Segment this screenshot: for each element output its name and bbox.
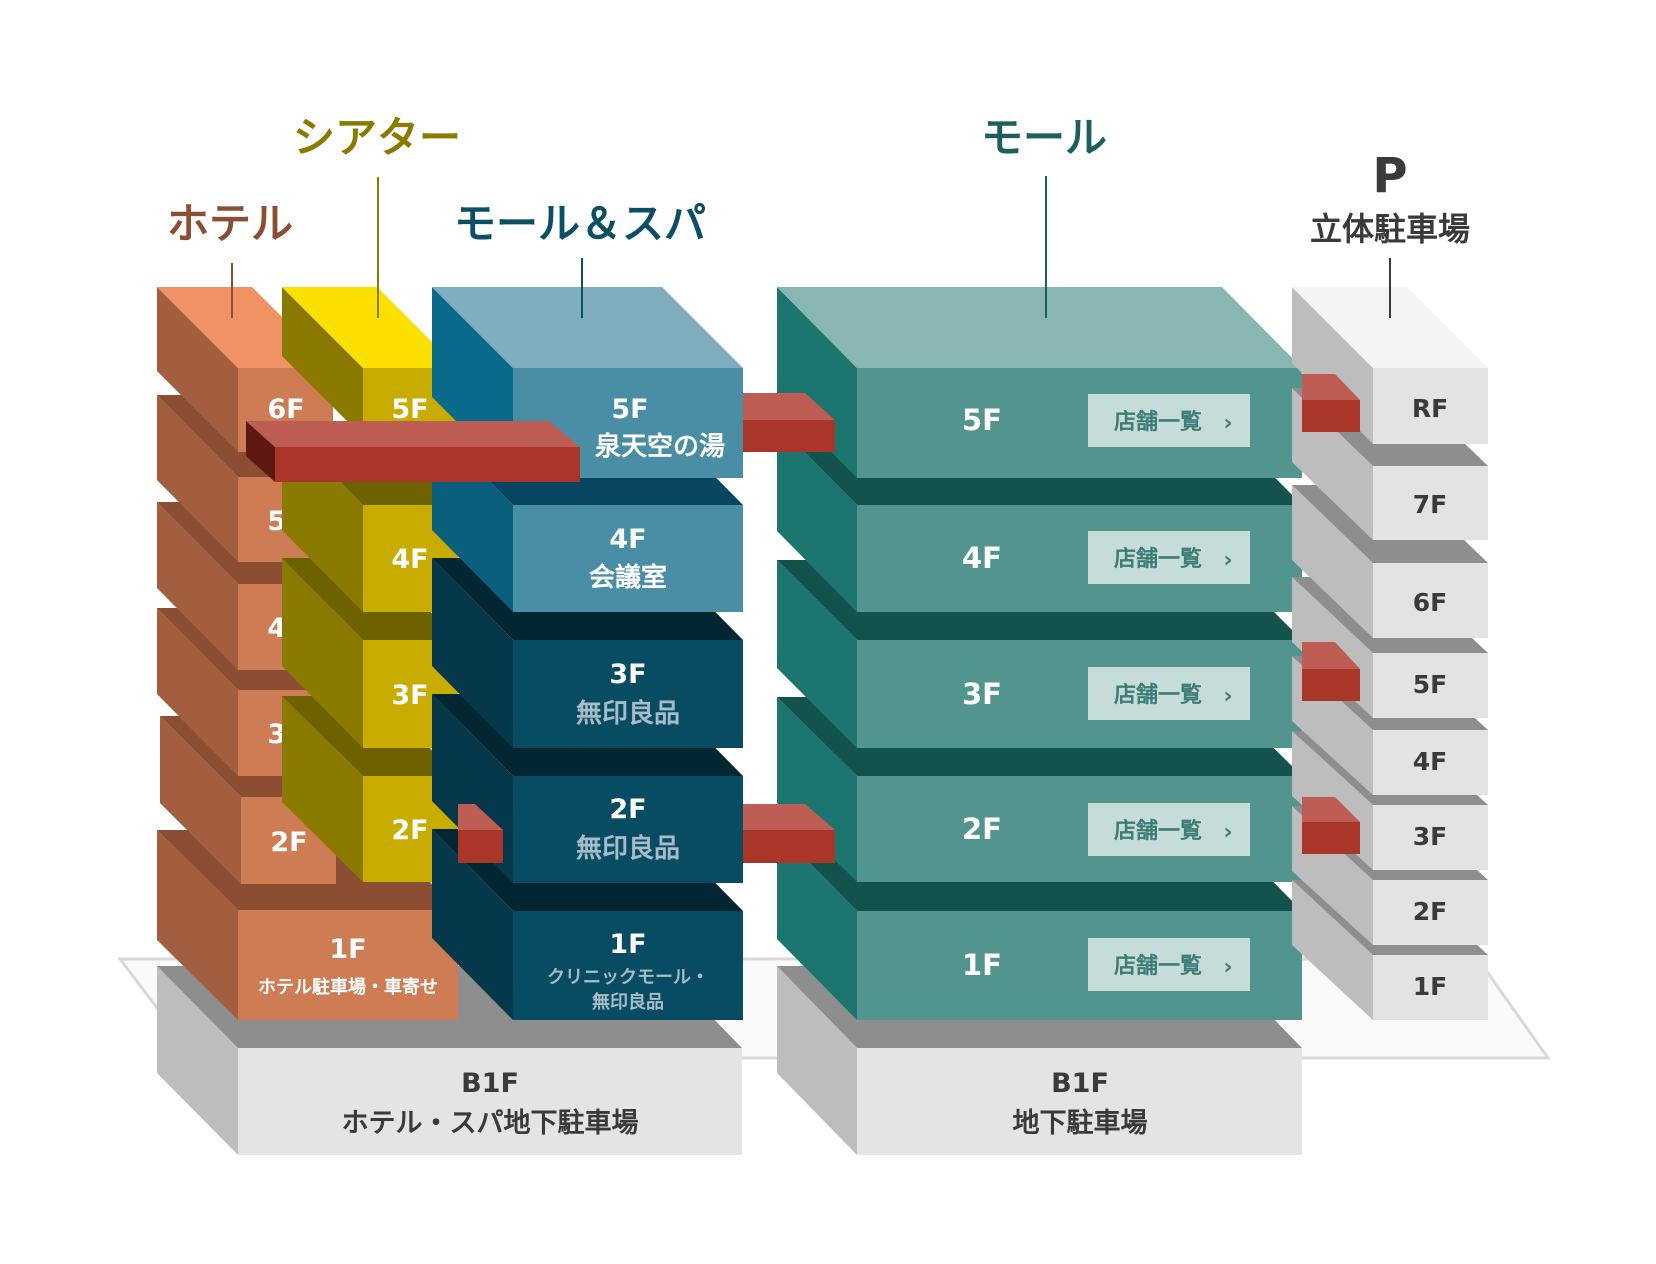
parking-5f-label: 5F xyxy=(1413,670,1447,699)
mall-2f-shop-list-button[interactable]: 店舗一覧 › xyxy=(1088,803,1250,856)
mall-4f-label: 4F xyxy=(962,541,1002,575)
theater-4f-label: 4F xyxy=(391,544,428,575)
mall-4f-shop-list-button[interactable]: 店舗一覧 › xyxy=(1088,531,1250,584)
mall-3f-shop-list-button[interactable]: 店舗一覧 › xyxy=(1088,667,1250,720)
mall-3f-shop-list-label: 店舗一覧 xyxy=(1114,682,1202,708)
spa-3f-label: 3F xyxy=(609,659,646,690)
theater-5f-label: 5F xyxy=(391,394,428,425)
chevron-right-icon: › xyxy=(1223,548,1232,573)
bridge-hotel-spa-5f xyxy=(246,421,580,482)
spa-5f-label: 5F xyxy=(611,394,648,425)
mall-4f-shop-list-label: 店舗一覧 xyxy=(1114,546,1202,572)
spa-1f-label: 1F xyxy=(609,929,646,960)
parking-6f-label: 6F xyxy=(1413,588,1447,617)
spa-4f-sublabel: 会議室 xyxy=(589,562,667,593)
bridge-mall-parking-3f xyxy=(1302,797,1360,854)
chevron-right-icon: › xyxy=(1223,684,1232,709)
basement-left-label: ホテル・スパ地下駐車場 xyxy=(342,1108,639,1139)
basement-right-floor: B1F xyxy=(1051,1068,1109,1099)
spa-1f-sublabel-1: クリニックモール・ xyxy=(547,967,709,988)
theater-2f-label: 2F xyxy=(391,815,428,846)
spa-3f-sublabel: 無印良品 xyxy=(576,698,680,729)
theater-stack xyxy=(282,287,458,882)
parking-stack xyxy=(1292,287,1488,1020)
bridge-mall-parking-5f xyxy=(1302,642,1360,701)
mall-1f-shop-list-label: 店舗一覧 xyxy=(1114,953,1202,979)
hotel-6f-label: 6F xyxy=(267,394,304,425)
basement-left-floor: B1F xyxy=(461,1068,519,1099)
parking-2f-label: 2F xyxy=(1413,897,1447,926)
hotel-2f-label: 2F xyxy=(270,827,307,858)
parking-3f-label: 3F xyxy=(1413,822,1447,851)
mall-header: モール xyxy=(981,113,1107,162)
mall-5f-shop-list-button[interactable]: 店舗一覧 › xyxy=(1088,394,1250,447)
mall-1f-shop-list-button[interactable]: 店舗一覧 › xyxy=(1088,938,1250,991)
parking-header: 立体駐車場 xyxy=(1310,210,1470,248)
parking-rf-label: RF xyxy=(1412,394,1448,423)
parking-p-icon: P xyxy=(1372,148,1407,204)
bridge-spa-mall-2f xyxy=(743,804,835,863)
mall-2f-shop-list-label: 店舗一覧 xyxy=(1114,818,1202,844)
theater-3f-label: 3F xyxy=(391,680,428,711)
chevron-right-icon: › xyxy=(1223,955,1232,980)
spa-2f-label: 2F xyxy=(609,794,646,825)
mall-5f-shop-list-label: 店舗一覧 xyxy=(1114,409,1202,435)
bridge-mall-parking-rf xyxy=(1302,374,1360,432)
mall-3f-label: 3F xyxy=(962,677,1002,711)
hotel-1f-label: 1F xyxy=(329,934,366,965)
spa-2f-sublabel: 無印良品 xyxy=(576,833,680,864)
chevron-right-icon: › xyxy=(1223,411,1232,436)
spa-1f-sublabel-2: 無印良品 xyxy=(592,991,664,1013)
chevron-right-icon: › xyxy=(1223,820,1232,845)
mall-spa-header: モール＆スパ xyxy=(454,199,706,248)
spa-5f-sublabel: 泉天空の湯 xyxy=(595,431,725,462)
theater-header: シアター xyxy=(293,113,461,162)
parking-1f-label: 1F xyxy=(1413,972,1447,1001)
mall-5f-label: 5F xyxy=(962,403,1002,437)
spa-4f-label: 4F xyxy=(609,524,646,555)
spa-stack xyxy=(432,287,743,1020)
hotel-1f-sublabel: ホテル駐車場・車寄せ xyxy=(258,976,438,998)
mall-2f-label: 2F xyxy=(962,812,1002,846)
basement-right-label: 地下駐車場 xyxy=(1013,1108,1148,1139)
bridge-spa-mall-5f xyxy=(743,393,835,452)
parking-4f-label: 4F xyxy=(1413,747,1447,776)
mall-1f-label: 1F xyxy=(962,948,1002,982)
hotel-header: ホテル xyxy=(167,199,293,248)
parking-7f-label: 7F xyxy=(1413,490,1447,519)
bridge-theater-spa-2f xyxy=(458,804,503,863)
